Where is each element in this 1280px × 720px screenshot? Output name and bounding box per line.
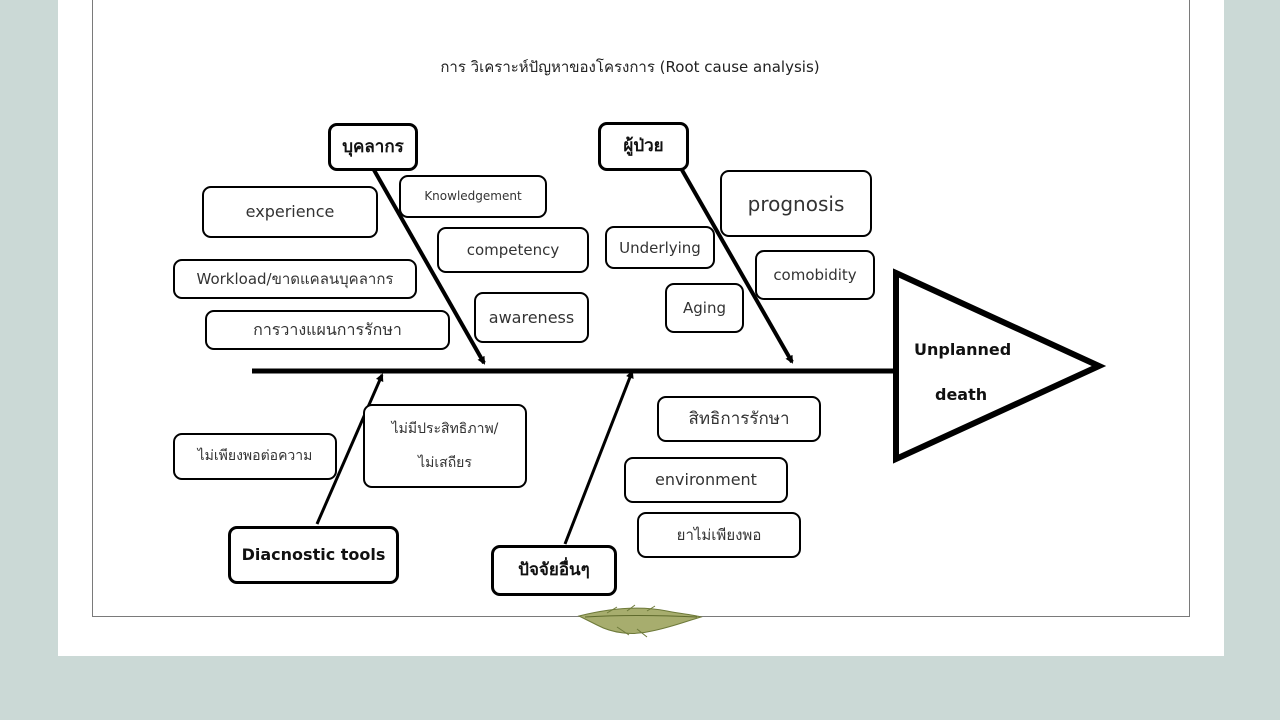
cause-awareness: awareness <box>474 292 589 343</box>
cause-underlying: Underlying <box>605 226 715 269</box>
cause-treatment-rights: สิทธิการรักษา <box>657 396 821 442</box>
bone-personnel <box>372 169 486 365</box>
effect-head <box>893 268 1107 464</box>
cause-ineffective-line2: ไม่เสถียร <box>418 454 472 471</box>
bone-patient <box>680 169 794 364</box>
cause-comobidity: comobidity <box>755 250 875 300</box>
category-diagnostic-tools: Diacnostic tools <box>228 526 399 584</box>
cause-prognosis: prognosis <box>720 170 872 237</box>
category-other-factors: ปัจจัยอื่นๆ <box>491 545 617 596</box>
cause-knowledgement: Knowledgement <box>399 175 547 218</box>
bone-diagnostic-tools <box>315 373 384 525</box>
category-personnel: บุคลากร <box>328 123 418 171</box>
cause-ineffective-line1: ไม่มีประสิทธิภาพ/ <box>391 420 499 437</box>
bone-other-factors <box>563 370 634 545</box>
cause-aging: Aging <box>665 283 744 333</box>
cause-treatment-planning: การวางแผนการรักษา <box>205 310 450 350</box>
cause-workload: Workload/ขาดแคลนบุคลากร <box>173 259 417 299</box>
cause-competency: competency <box>437 227 589 273</box>
leaf-ornament-icon <box>577 604 703 638</box>
cause-environment: environment <box>624 457 788 503</box>
cause-insufficient-medicine: ยาไม่เพียงพอ <box>637 512 801 558</box>
cause-experience: experience <box>202 186 378 238</box>
cause-insufficient: ไม่เพียงพอต่อความ <box>173 433 337 480</box>
effect-label-line1: Unplanned <box>914 340 1012 359</box>
cause-ineffective-unstable: ไม่มีประสิทธิภาพ/ ไม่เสถียร <box>363 404 527 488</box>
diagram-title: การ วิเคราะห์ปัญหาของโครงการ (Root cause… <box>440 58 820 76</box>
effect-label-line2: death <box>935 385 988 404</box>
category-patient: ผู้ป่วย <box>598 122 689 171</box>
